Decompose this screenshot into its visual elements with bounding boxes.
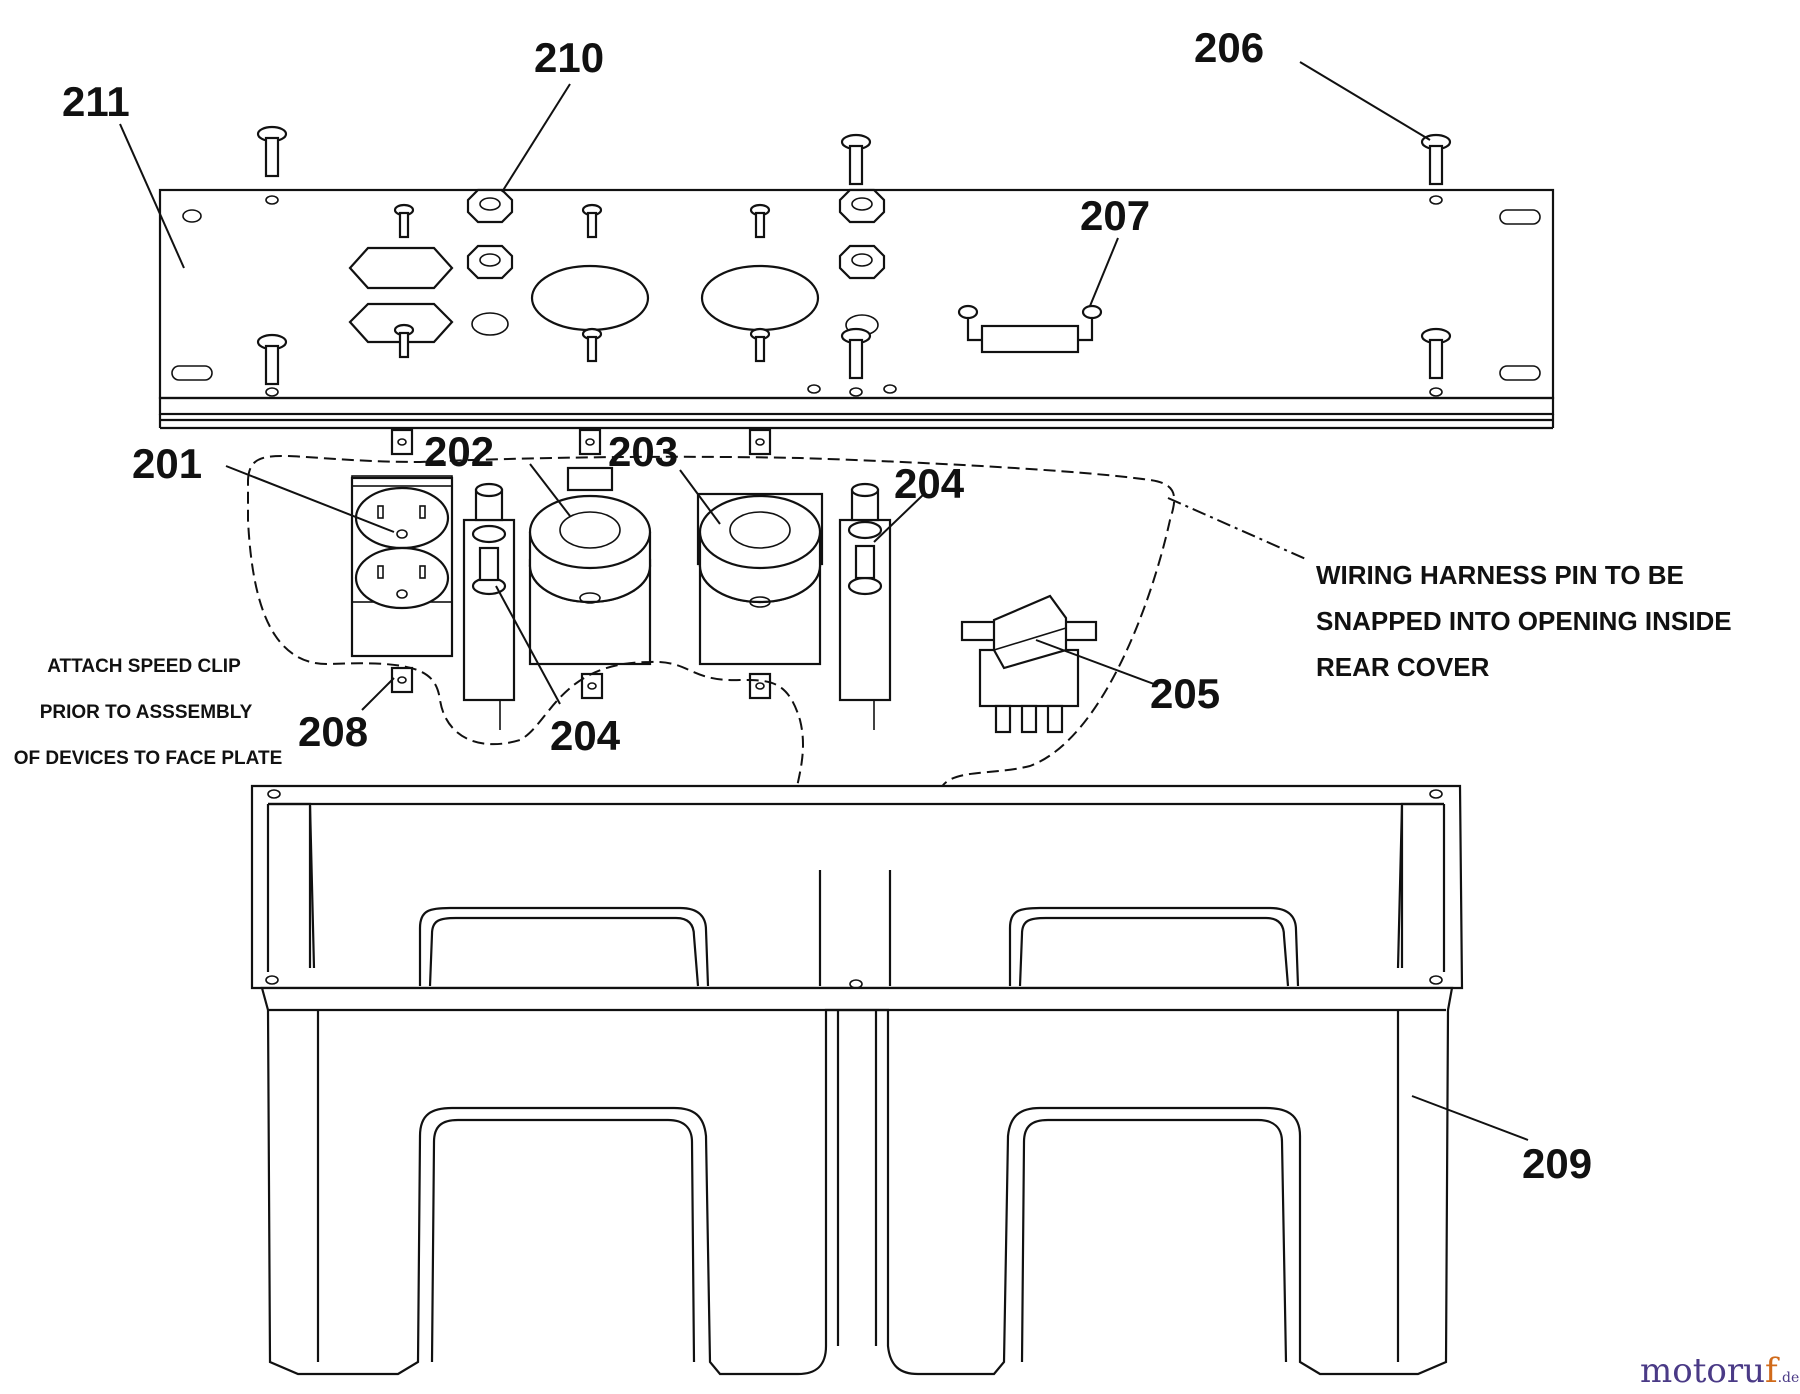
speed-clip-note-line-1: ATTACH SPEED CLIP: [47, 656, 241, 677]
callout-204-lower: 204: [550, 712, 621, 759]
watermark-accent: f: [1765, 1351, 1780, 1391]
twist-lock-receptacle-202: [528, 466, 652, 666]
watermark-main: motoru: [1640, 1351, 1765, 1391]
callout-210: 210: [534, 34, 604, 81]
callout-205: 205: [1150, 670, 1220, 717]
callout-204-upper: 204: [894, 460, 965, 507]
harness-note-line-1: WIRING HARNESS PIN TO BE: [1316, 560, 1684, 590]
rocker-switch-205: [960, 594, 1098, 734]
twist-lock-receptacle-203: [696, 492, 824, 666]
mounting-screws: [393, 203, 771, 363]
callout-202: 202: [424, 428, 494, 475]
duplex-receptacle-201: [350, 475, 454, 658]
callout-209: 209: [1522, 1140, 1592, 1187]
rear-cover-209: [250, 784, 1464, 1376]
callout-203: 203: [608, 428, 678, 475]
face-plate-211: [158, 188, 1555, 430]
callout-201: 201: [132, 440, 202, 487]
harness-note-line-3: REAR COVER: [1316, 652, 1490, 682]
callout-208: 208: [298, 708, 368, 755]
harness-note: WIRING HARNESS PIN TO BE SNAPPED INTO OP…: [1316, 560, 1732, 682]
leader-lines: [119, 61, 1529, 1141]
speed-clip-note-line-3: OF DEVICES TO FACE PLATE: [14, 748, 283, 769]
nut-210-group: [466, 188, 886, 280]
callout-207: 207: [1080, 192, 1150, 239]
bracket-207: [957, 304, 1103, 354]
wiring-harness-outline: [247, 454, 1176, 916]
callout-211: 211: [62, 78, 130, 125]
speed-clip-note: ATTACH SPEED CLIP PRIOR TO ASSSEMBLY OF …: [14, 656, 283, 769]
watermark-logo: motoruf.de: [1640, 1351, 1799, 1391]
callout-206: 206: [1194, 24, 1264, 71]
harness-note-line-2: SNAPPED INTO OPENING INSIDE: [1316, 606, 1732, 636]
speed-clip-note-line-2: PRIOR TO ASSSEMBLY: [40, 702, 253, 723]
svg-text:motoruf.de: motoruf.de: [1640, 1351, 1799, 1391]
screw-206-group: [256, 125, 1452, 386]
watermark-tld: .de: [1778, 1370, 1800, 1386]
circuit-breaker-204-right: [838, 482, 892, 730]
circuit-breaker-204-left: [462, 482, 516, 730]
